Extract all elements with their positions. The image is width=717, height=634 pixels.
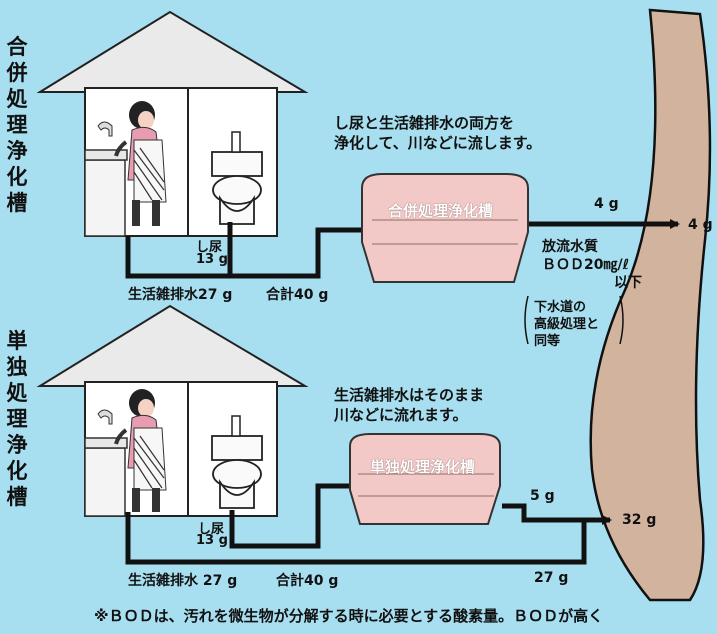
footnote: ※ＢＯＤは、汚れを微生物が分解する時に必要とする酸素量。ＢＯＤが高く (94, 607, 604, 625)
top-river-value: 4 g (688, 217, 713, 233)
side-char: 浄 (6, 433, 28, 457)
top-output-value: 4 g (594, 196, 619, 212)
bottom-toilet (211, 415, 263, 509)
top-woman-figure (114, 101, 167, 226)
top-pipes (125, 222, 366, 279)
bottom-urine-value: 13 g (196, 533, 228, 548)
top-total-label: 合計40 g (266, 287, 329, 303)
bottom-pipes (125, 483, 587, 565)
side-char: 化 (6, 165, 28, 189)
top-discharge-line2: ＢＯＤ20㎎/ℓ (542, 257, 630, 273)
side-char: 槽 (6, 191, 28, 215)
top-note-line2: 高級処理と (534, 317, 600, 332)
side-char: 理 (6, 407, 28, 431)
top-toilet (211, 131, 263, 225)
side-char: 単 (6, 329, 28, 353)
bottom-river-value: 32 g (622, 512, 657, 528)
top-note-line3: 同等 (534, 334, 561, 349)
top-discharge-line1: 放流水質 (542, 239, 598, 255)
bottom-tank-label: 単独処理浄化槽 (370, 458, 476, 476)
bottom-tank-output: 5 g (530, 488, 555, 504)
top-discharge-line3: 以下 (614, 275, 642, 291)
combined-side-label: 合 併 処 理 浄 化 槽 (4, 34, 30, 216)
top-urine-label: し尿 (196, 240, 223, 255)
side-char: 合 (6, 35, 28, 59)
bottom-woman-figure (114, 389, 167, 512)
single-side-label: 単 独 処 理 浄 化 槽 (4, 328, 30, 510)
top-tank-label: 合併処理浄化槽 (388, 202, 494, 220)
bottom-tank (349, 433, 501, 525)
side-char: 浄 (6, 139, 28, 163)
top-graywater-label: 生活雑排水27 g (128, 287, 233, 303)
top-urine-value: 13 g (196, 252, 228, 267)
bottom-total-label: 合計40 g (276, 573, 339, 589)
side-char: 処 (6, 381, 28, 405)
side-char: 独 (6, 355, 28, 379)
bottom-urine-label: し尿 (198, 522, 225, 537)
bottom-description-line1: 生活雑排水はそのまま (334, 386, 485, 404)
side-char: 槽 (6, 485, 28, 509)
top-house (36, 10, 309, 237)
top-tank (361, 173, 529, 283)
bottom-house (36, 304, 309, 517)
bottom-bypass-value: 27 g (534, 570, 569, 586)
note-bracket (524, 295, 624, 345)
side-char: 化 (6, 459, 28, 483)
side-char: 理 (6, 113, 28, 137)
top-description-line1: し尿と生活雑排水の両方を (334, 114, 515, 132)
bottom-description-line2: 川などに流れます。 (334, 406, 468, 424)
side-char: 処 (6, 87, 28, 111)
bottom-graywater-label: 生活雑排水 27 g (128, 573, 238, 589)
river (589, 8, 712, 602)
top-description-line2: 浄化して、川などに流します。 (334, 134, 542, 152)
top-note-line1: 下水道の (534, 300, 587, 315)
side-char: 併 (6, 61, 28, 85)
